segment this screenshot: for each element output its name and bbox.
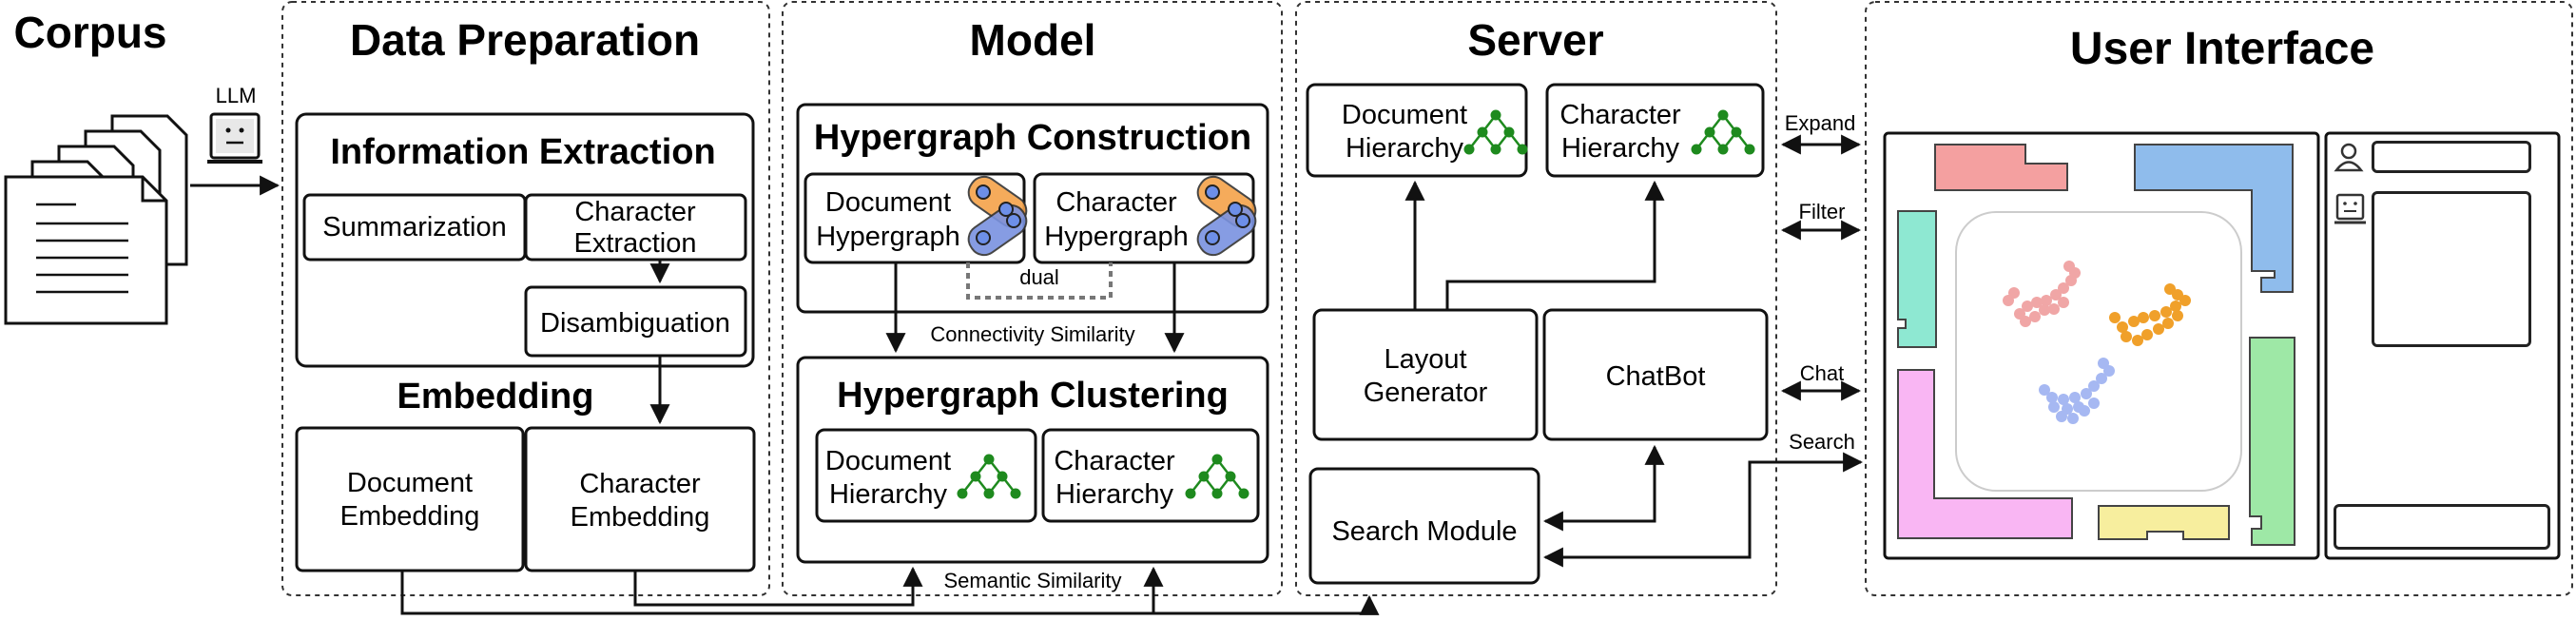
ui-cluster-view: [1955, 211, 2242, 492]
semantic-similarity-label: Semantic Similarity: [943, 569, 1121, 592]
layout-generator-box: [1312, 308, 1539, 441]
information-extraction-title: Information Extraction: [330, 132, 715, 172]
document-hierarchy-label-2: Hierarchy: [829, 479, 948, 510]
hierarchy-tree-icon: [1463, 109, 1528, 155]
ui-teal-panel: [1897, 210, 1937, 348]
search-module-label: Search Module: [1331, 516, 1517, 547]
character-extraction-label-1: Character: [574, 197, 696, 227]
ui-magenta-panel: [1897, 369, 2073, 539]
ui-blue-cluster: [2039, 358, 2115, 424]
document-embedding-to-search-arrow: [400, 571, 1380, 615]
ui-pink-panel: [1934, 144, 2068, 191]
chatbot-box: [1542, 308, 1769, 441]
data-preparation-panel: [281, 1, 770, 596]
character-hierarchy-box: [1041, 428, 1260, 523]
user-interface-title: User Interface: [2070, 24, 2374, 74]
connectivity-similarity-label: Connectivity Similarity: [930, 322, 1134, 346]
chatbot-avatar-icon: [2334, 193, 2366, 224]
server-character-hierarchy-label-2: Hierarchy: [1561, 133, 1680, 164]
ui-green-panel: [2249, 337, 2295, 546]
dual-label-bg: [1014, 266, 1065, 289]
expand-label: Expand: [1785, 111, 1856, 135]
search-chatbot-arrow: [1542, 444, 1665, 532]
document-hypergraph-label-1: Document: [825, 187, 951, 218]
disambiguation-box: [524, 285, 747, 358]
ui-orange-cluster: [2109, 283, 2191, 346]
server-title: Server: [1467, 15, 1603, 65]
llm-robot-icon: [207, 112, 262, 164]
layout-generator-label-2: Generator: [1364, 378, 1488, 408]
hierarchy-tree-icon: [1691, 109, 1755, 155]
layout-to-character-hierarchy-arrow: [1445, 180, 1665, 310]
character-hierarchy-label-2: Hierarchy: [1056, 479, 1174, 510]
hypergraph-clustering-title: Hypergraph Clustering: [837, 376, 1229, 416]
ui-yellow-panel: [2098, 505, 2230, 540]
ui-search-input[interactable]: [2334, 504, 2550, 550]
hypergraph-icon: [1196, 175, 1257, 257]
chatbot-label: ChatBot: [1606, 361, 1706, 392]
user-interface-panel: [1865, 1, 2573, 596]
server-panel: [1295, 1, 1777, 596]
character-embedding-box: [524, 426, 756, 572]
model-title: Model: [970, 15, 1096, 65]
hierarchy-tree-icon: [957, 454, 1021, 499]
character-hierarchy-label-1: Character: [1054, 446, 1175, 476]
search-arrow: [1542, 452, 1864, 568]
server-document-hierarchy-label-1: Document: [1342, 100, 1467, 130]
hypergraph-construction-title: Hypergraph Construction: [814, 118, 1251, 158]
document-embedding-label-2: Embedding: [340, 501, 480, 532]
ui-chat-area[interactable]: [2372, 191, 2531, 347]
server-document-hierarchy-label-2: Hierarchy: [1346, 133, 1464, 164]
document-embedding-box: [295, 426, 525, 572]
character-embedding-label-2: Embedding: [571, 502, 710, 533]
llm-label: LLM: [216, 84, 257, 107]
search-module-box: [1308, 467, 1540, 585]
summarization-label: Summarization: [322, 212, 506, 242]
dual-label: dual: [1019, 265, 1059, 289]
embedding-title: Embedding: [397, 377, 594, 417]
user-icon: [2334, 143, 2364, 172]
chat-label: Chat: [1800, 361, 1844, 385]
disambiguation-label: Disambiguation: [540, 308, 730, 339]
character-hypergraph-label-1: Character: [1056, 187, 1177, 218]
search-label: Search: [1789, 430, 1855, 454]
corpus-title: Corpus: [14, 8, 167, 57]
server-character-hierarchy-label-1: Character: [1559, 100, 1681, 130]
hypergraph-icon: [967, 175, 1028, 257]
ui-user-input[interactable]: [2372, 141, 2531, 173]
server-character-hierarchy-box: [1545, 83, 1765, 178]
document-embedding-label-1: Document: [347, 468, 473, 498]
ui-pink-cluster: [2003, 261, 2081, 327]
character-embedding-label-1: Character: [579, 469, 701, 499]
hierarchy-tree-icon: [1185, 454, 1249, 499]
character-hypergraph-label-2: Hypergraph: [1044, 222, 1189, 252]
layout-generator-label-1: Layout: [1384, 344, 1466, 375]
model-panel: [782, 1, 1283, 596]
document-hypergraph-label-2: Hypergraph: [816, 222, 960, 252]
document-hierarchy-label-1: Document: [825, 446, 951, 476]
dual-link: [966, 262, 1113, 300]
character-extraction-label-2: Extraction: [574, 228, 697, 259]
character-embedding-to-clustering-arrow: [633, 566, 923, 607]
data-preparation-title: Data Preparation: [350, 15, 700, 65]
document-hierarchy-box: [815, 428, 1037, 523]
character-extraction-box: [524, 193, 747, 262]
ui-blue-panel: [2134, 144, 2294, 293]
document-stack-icon: [4, 114, 188, 325]
filter-label: Filter: [1799, 200, 1846, 223]
